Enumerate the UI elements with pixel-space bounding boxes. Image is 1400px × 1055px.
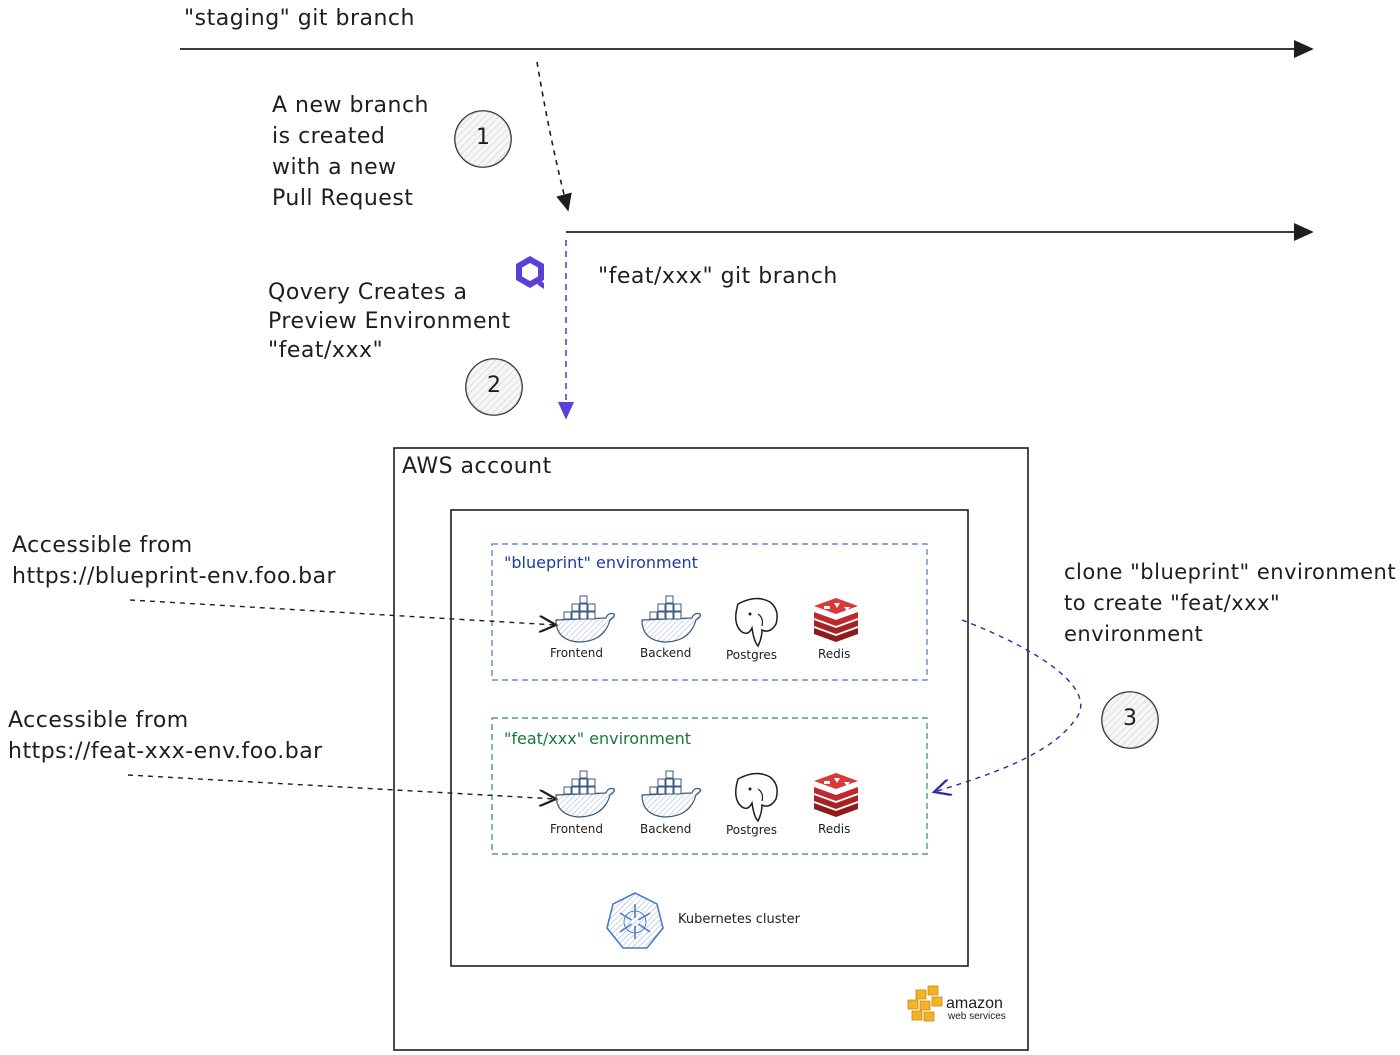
feat-access-url: https://feat-xxx-env.foo.bar [8, 739, 323, 764]
blueprint-redis-icon [814, 598, 858, 642]
feat-access-text: Accessible from https://feat-xxx-env.foo… [8, 705, 323, 767]
feat-branch-label: "feat/xxx" git branch [598, 264, 838, 289]
qovery-icon [516, 256, 544, 289]
aws-account-box [393, 447, 1029, 1051]
feat-env-title: "feat/xxx" environment [504, 729, 692, 748]
aws-logo-line1: amazon [946, 995, 1003, 1012]
step-1-number: 1 [476, 125, 490, 150]
feat-redis-icon [814, 773, 858, 817]
kubernetes-icon [606, 892, 664, 949]
step-1-line: A new branch [272, 93, 429, 118]
aws-account-label: AWS account [402, 454, 552, 479]
blueprint-postgres-label: Postgres [726, 648, 778, 662]
step-2-line: Qovery Creates a [268, 280, 468, 305]
blueprint-access-line: Accessible from [12, 533, 193, 558]
step-1-line: is created [272, 124, 386, 149]
feat-access-line: Accessible from [8, 708, 189, 733]
step-2-circle [465, 358, 523, 416]
feat-backend-label: Backend [640, 822, 692, 836]
clone-arrow [934, 619, 1082, 792]
feat-backend-docker-icon [641, 770, 702, 818]
blueprint-backend-label: Backend [640, 646, 692, 660]
step-3-line: to create "feat/xxx" [1064, 591, 1281, 615]
kubernetes-label: Kubernetes cluster [678, 912, 800, 927]
aws-logo [907, 985, 943, 1022]
feat-redis-label: Redis [818, 822, 851, 836]
blueprint-postgres-elephant-icon [735, 597, 778, 648]
blueprint-frontend-docker-icon [555, 595, 616, 643]
feat-frontend-docker-icon [555, 770, 616, 818]
step-2-description: Qovery Creates a Preview Environment "fe… [268, 278, 511, 365]
step-3-number: 3 [1123, 706, 1137, 731]
step-1-line: with a new [272, 155, 397, 180]
step-1-circle [454, 110, 512, 168]
aws-logo-line2: web services [948, 1011, 1006, 1022]
blueprint-access-url: https://blueprint-env.foo.bar [12, 564, 337, 589]
step-3-circle [1101, 691, 1159, 749]
blueprint-frontend-label: Frontend [550, 646, 603, 660]
feat-postgres-label: Postgres [726, 823, 778, 837]
blueprint-access-arrow [129, 599, 556, 625]
step-3-line: environment [1064, 622, 1204, 646]
feat-access-arrow [127, 774, 556, 799]
step-2-line: Preview Environment [268, 309, 511, 334]
blueprint-env-box [491, 543, 928, 681]
step-2-number: 2 [487, 373, 501, 398]
feat-postgres-elephant-icon [735, 772, 778, 823]
blueprint-redis-label: Redis [818, 647, 851, 661]
feat-env-box [491, 717, 928, 855]
step-3-line: clone "blueprint" environment [1064, 560, 1397, 584]
step-1-description: A new branch is created with a new Pull … [272, 90, 429, 214]
step-3-description: clone "blueprint" environment to create … [1064, 557, 1396, 650]
staging-branch-label: "staging" git branch [184, 6, 415, 31]
kubernetes-cluster-box [450, 509, 969, 967]
blueprint-backend-docker-icon [641, 595, 702, 643]
branch-off-arrow [536, 61, 572, 212]
feat-frontend-label: Frontend [550, 822, 603, 836]
step-2-line: "feat/xxx" [268, 338, 384, 363]
aws-logo-text: amazon web services [946, 995, 1006, 1023]
blueprint-env-title: "blueprint" environment [504, 553, 698, 572]
blueprint-access-text: Accessible from https://blueprint-env.fo… [12, 530, 336, 592]
step-1-line: Pull Request [272, 186, 414, 211]
